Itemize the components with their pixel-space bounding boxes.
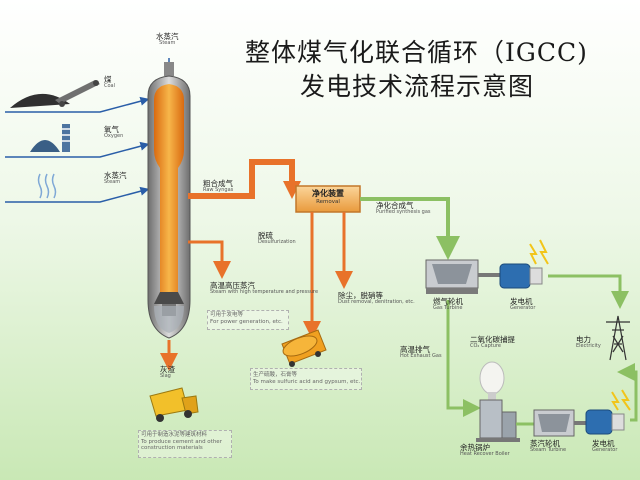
gasifier-tower: [147, 62, 191, 339]
heat-recovery-boiler-icon: [476, 399, 520, 442]
steam-icon: [37, 173, 57, 199]
removal-label: 净化装置 Removal: [312, 189, 344, 205]
acid-use-box: [250, 368, 362, 390]
electricity-line-1: [548, 274, 629, 309]
hot-exhaust-line: [446, 300, 481, 417]
slag-use-box: [138, 430, 232, 458]
hp-steam-use-box: [207, 310, 289, 330]
oxygen-plant-icon: [30, 124, 70, 152]
removal-unit: [295, 185, 361, 213]
coal-feed-line: [5, 96, 150, 113]
gas-turbine-icon: [425, 259, 479, 294]
title-line-2: 发电技术流程示意图: [300, 72, 535, 101]
tanker-truck-icon: [281, 329, 327, 367]
generator-2-icon: [585, 389, 631, 435]
purified-gas-pipe: [360, 197, 460, 260]
steam-turbine-icon: [533, 409, 575, 437]
turbine-shaft: [478, 273, 500, 277]
dump-truck-icon: [149, 387, 199, 422]
steam-feed-line: [5, 186, 150, 203]
steam-turbine-shaft: [574, 421, 586, 425]
title-line-1: 整体煤气化联合循环（IGCC): [245, 38, 588, 67]
electricity-line-2: [617, 363, 638, 422]
hp-steam-arrow: [188, 240, 231, 279]
power-tower-icon: [606, 315, 630, 361]
oxygen-feed-line: [5, 141, 150, 158]
generator-1-icon: [499, 239, 549, 289]
coal-pile-icon: [10, 80, 100, 108]
co2-capture-icon: [479, 361, 505, 400]
raw-syngas-pipe: [188, 159, 295, 199]
